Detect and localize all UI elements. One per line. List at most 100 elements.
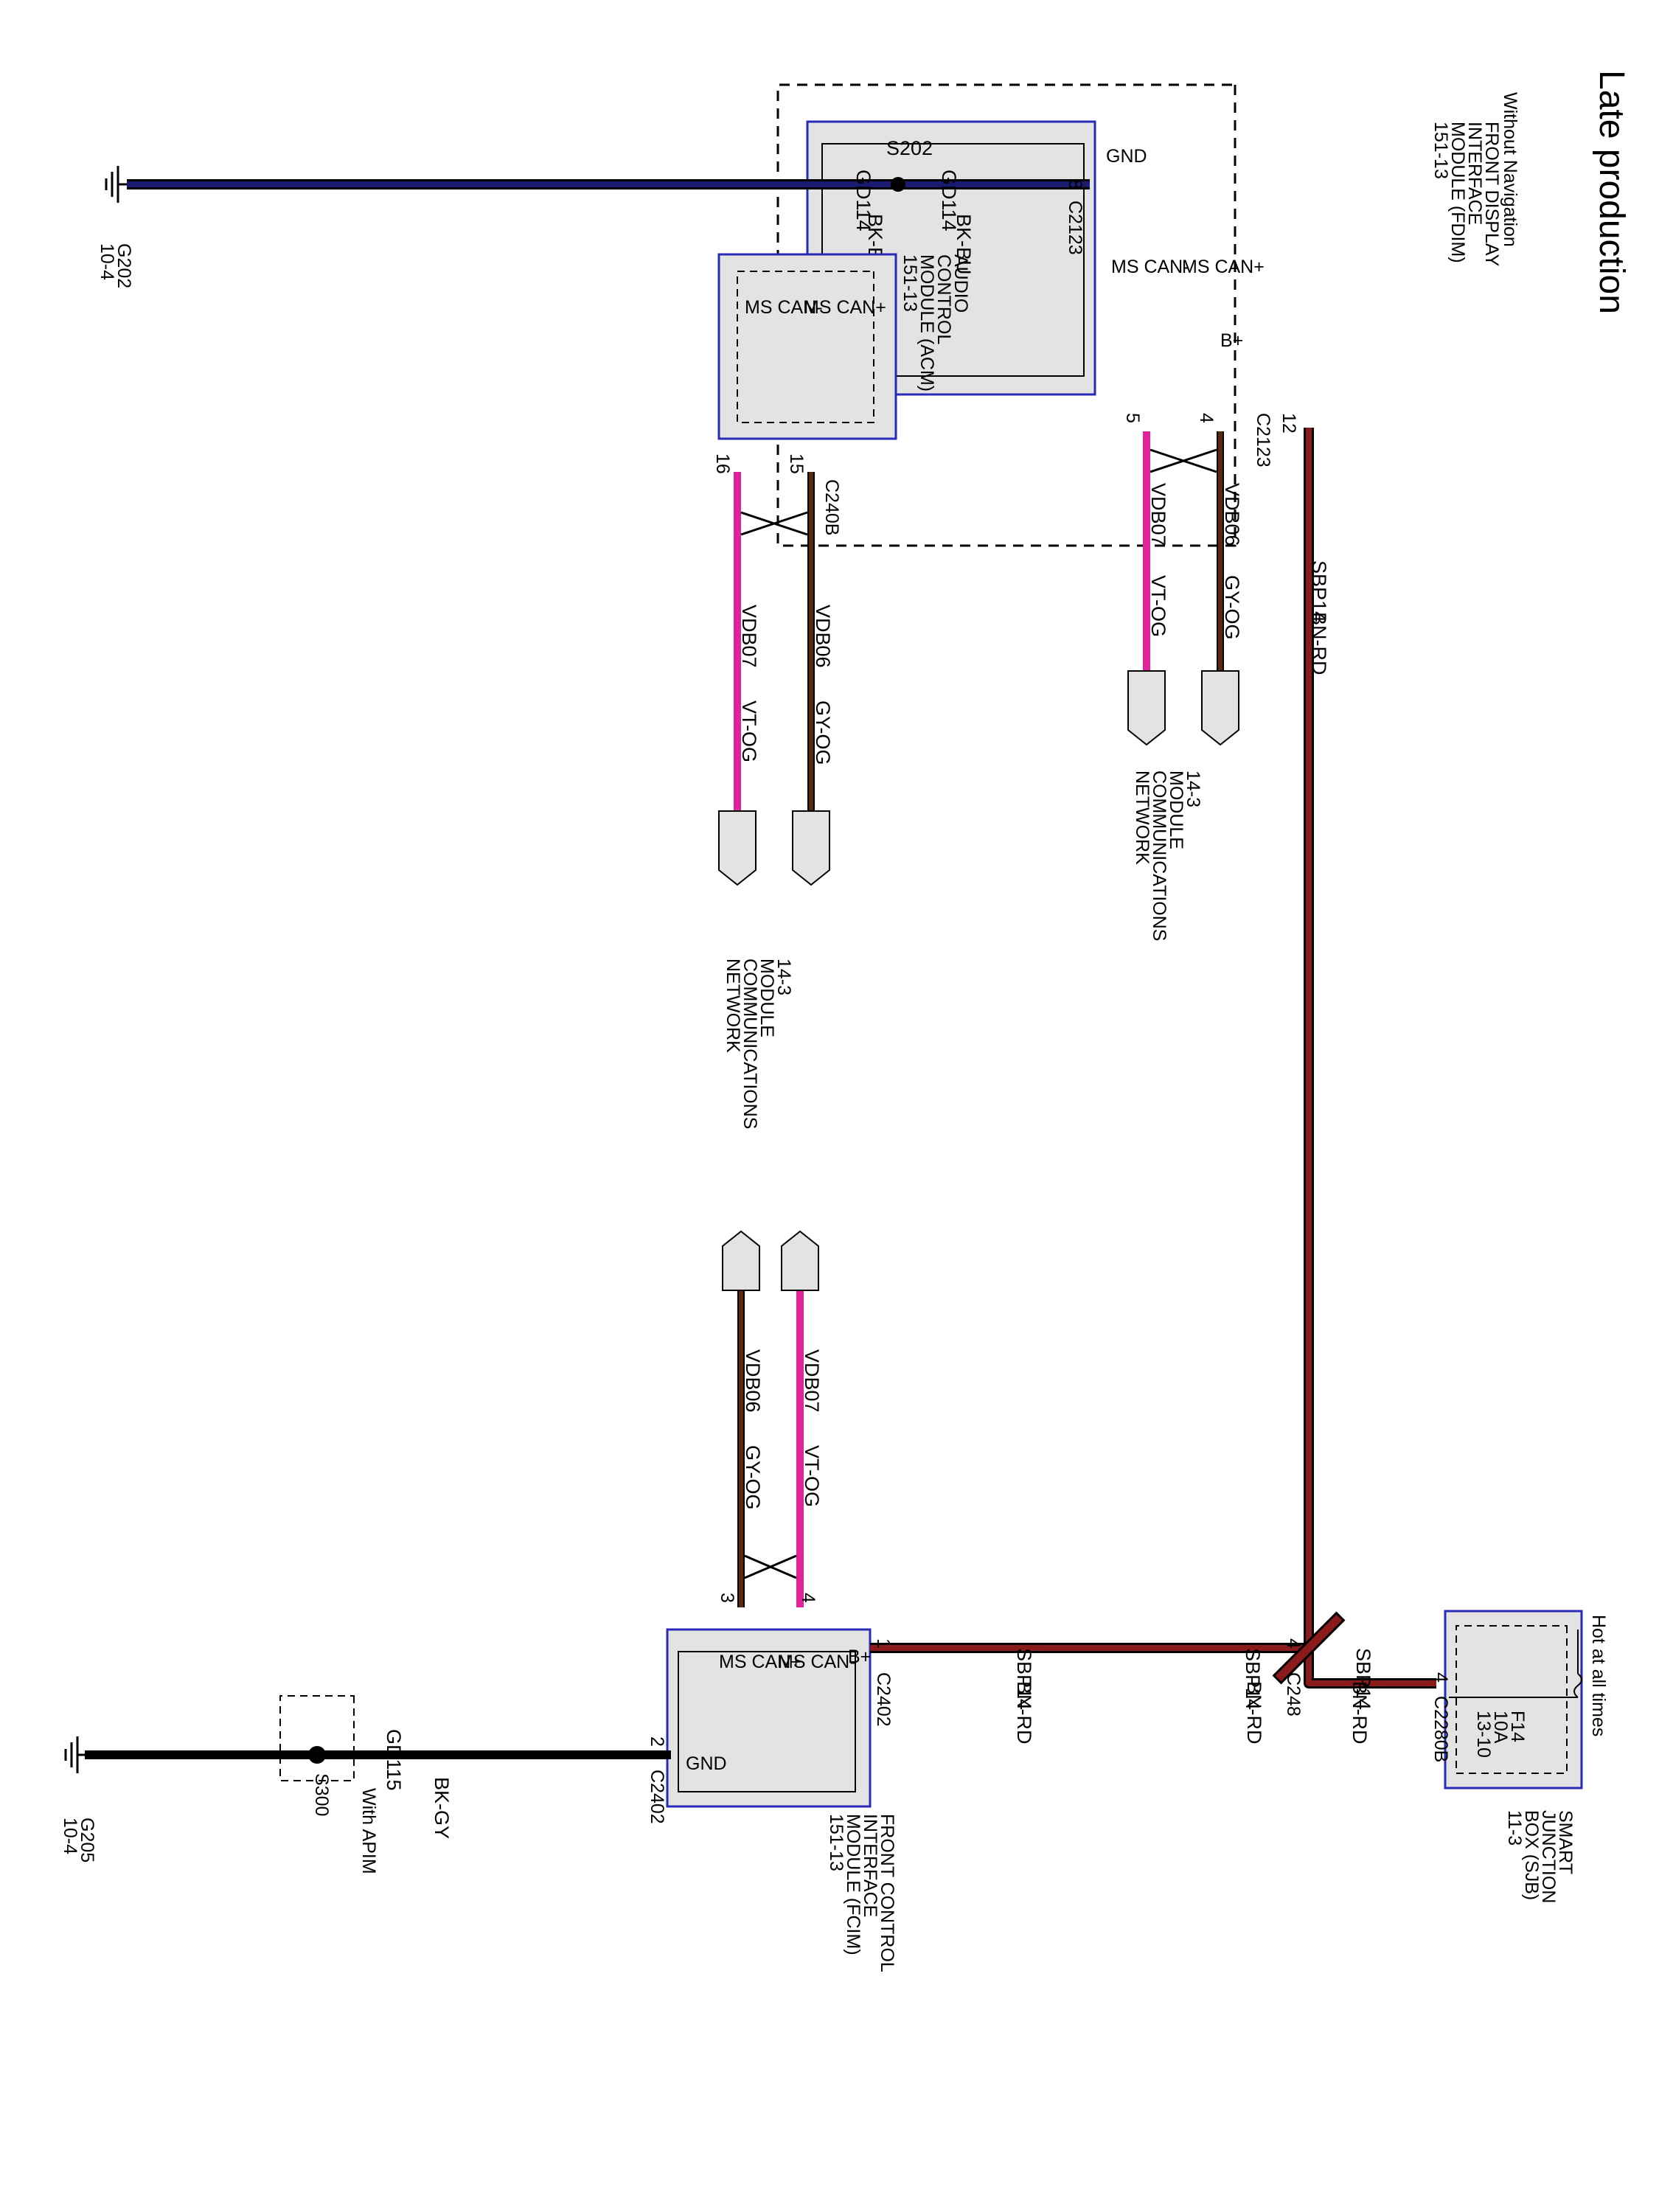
acm-pin-can-plus: MS CAN+ xyxy=(804,297,886,318)
vdb06-label: VDB06 xyxy=(742,1349,764,1413)
fdim-can-pair: 4 5 VDB06 GY-OG VDB07 VT-OG 14-3 MODULE … xyxy=(1122,413,1243,941)
fdim-pin-can-minus: MS CAN- xyxy=(1111,257,1189,277)
fdim-gnd-connector: C2123 xyxy=(1065,201,1085,255)
fcim-name-line: 151-13 xyxy=(826,1814,846,1871)
sjb-fuse-line: 10A xyxy=(1490,1711,1511,1744)
acm-network-ref: NETWORK xyxy=(723,959,743,1053)
fcim-module: FRONT CONTROL INTERFACE MODULE (FCIM) 15… xyxy=(666,1628,897,1972)
wire-gd115: GD115 BK-GY S300 With APIM 2 C2402 xyxy=(85,1695,671,1874)
acm-pin-can-minus: MS CAN- xyxy=(745,297,823,318)
acm-name-line: AUDIO xyxy=(950,254,971,313)
s202-label: S202 xyxy=(886,137,933,159)
wire-sbp14: SBP14 BN-RD SBP14 BN-RD SBP14 BN-RD SBP1… xyxy=(870,413,1451,1762)
fdim-network-ref: NETWORK xyxy=(1132,771,1152,865)
sjb-fuse-line: F14 xyxy=(1507,1711,1528,1742)
fcim-bplus-connector: C2402 xyxy=(873,1672,894,1727)
g202-label: G202 xyxy=(114,243,134,288)
gd114-label: GD114 xyxy=(852,170,874,232)
g205-label: G205 xyxy=(77,1818,97,1863)
acm-name-line: CONTROL xyxy=(933,254,954,344)
fdim-pin-gnd: GND xyxy=(1106,146,1147,167)
fcim-gnd-pin-number: 2 xyxy=(647,1736,667,1747)
fcim-name-line: MODULE (FCIM) xyxy=(843,1814,863,1955)
fdim-gnd-pin-number: 8 xyxy=(1065,179,1085,189)
vdb07-label: VDB07 xyxy=(738,605,760,668)
gd115-label: GD115 xyxy=(383,1729,405,1791)
acm-can-minus-pin: 16 xyxy=(712,453,733,474)
acm-network-ref: COMMUNICATIONS xyxy=(740,959,760,1129)
c248-connector: C248 xyxy=(1283,1672,1304,1717)
fdim-bplus-pin-number: 12 xyxy=(1279,413,1299,434)
vdb07-color: VT-OG xyxy=(738,700,760,762)
vdb07-label: VDB07 xyxy=(801,1349,823,1413)
acm-can-plus-pin: 15 xyxy=(786,453,807,474)
acm-connector: C240B xyxy=(821,479,842,535)
sjb-name-line: SMART xyxy=(1555,1810,1576,1874)
acm-can-pair: 15 16 C240B VDB06 GY-OG VDB07 VT-OG 14-3… xyxy=(712,453,842,1129)
wire-gd114: GD114 GD114 BK-BU BK-BU S202 8 C2123 xyxy=(127,137,1090,275)
page-title: Late production xyxy=(1592,70,1631,314)
fcim-can-minus-pin: 4 xyxy=(798,1593,818,1603)
sbp14-color: BN-RD xyxy=(1349,1681,1371,1745)
fdim-network-ref: MODULE xyxy=(1166,771,1186,849)
sjb-condition: Hot at all times xyxy=(1588,1615,1609,1736)
acm-name-line: 151-13 xyxy=(900,254,920,312)
sbp14-color: BN-RD xyxy=(1013,1681,1035,1745)
ground-g202: G202 10-4 xyxy=(97,166,134,288)
fdim-network-ref: COMMUNICATIONS xyxy=(1149,771,1169,941)
gd114-color: BK-BU xyxy=(953,214,975,275)
sbp14-label: SBP14 xyxy=(1242,1648,1264,1710)
fcim-pin-gnd: GND xyxy=(686,1753,727,1774)
fcim-pin-can-minus: MS CAN- xyxy=(778,1652,856,1672)
vdb06-color: GY-OG xyxy=(742,1445,764,1510)
vdb06-color: GY-OG xyxy=(812,700,834,765)
fdim-pin-can-plus: MS CAN+ xyxy=(1182,257,1265,277)
fcim-name-line: FRONT CONTROL xyxy=(877,1814,897,1972)
fdim-condition: Without Navigation xyxy=(1500,92,1520,247)
sbp14-color: BN-RD xyxy=(1243,1681,1265,1745)
ground-g205: G205 10-4 xyxy=(60,1736,97,1863)
fdim-name-line: FRONT DISPLAY xyxy=(1481,122,1502,267)
fdim-can-plus-pin: 4 xyxy=(1196,413,1217,423)
fdim-can-minus-pin: 5 xyxy=(1122,413,1143,423)
sbp14-label: SBP14 xyxy=(1013,1648,1035,1710)
vdb07-color: VT-OG xyxy=(801,1445,823,1507)
sjb-name-line: BOX (SJB) xyxy=(1521,1810,1542,1900)
sjb-name-line: 11-3 xyxy=(1504,1810,1525,1846)
c248-pin-number: 4 xyxy=(1283,1638,1304,1649)
fdim-pin-bplus: B+ xyxy=(1220,330,1243,351)
sbp14-label: SBP14 xyxy=(1308,560,1330,622)
s300-condition: With APIM xyxy=(358,1788,379,1874)
vdb07-color: VT-OG xyxy=(1147,575,1169,637)
fcim-pin-bplus: B+ xyxy=(848,1646,871,1667)
fdim-network-ref: 14-3 xyxy=(1183,771,1203,807)
acm-network-ref: MODULE xyxy=(757,959,777,1037)
s300-label: S300 xyxy=(311,1773,332,1816)
vdb06-label: VDB06 xyxy=(1221,483,1243,546)
vdb06-color: GY-OG xyxy=(1221,575,1243,640)
fcim-can-pair: 4 3 VDB07 VT-OG VDB06 GY-OG xyxy=(717,1230,823,1607)
g202-label: 10-4 xyxy=(97,243,117,280)
fcim-can-plus-pin: 3 xyxy=(717,1593,737,1603)
fdim-name-line: INTERFACE xyxy=(1464,122,1485,225)
g205-label: 10-4 xyxy=(60,1818,80,1854)
fcim-pin-can-plus: MS CAN+ xyxy=(719,1652,801,1672)
acm-network-ref: 14-3 xyxy=(773,959,794,995)
gd114-label: GD114 xyxy=(938,170,960,232)
fdim-bplus-connector: C2123 xyxy=(1253,413,1273,467)
fcim-name-line: INTERFACE xyxy=(860,1814,880,1917)
sjb-module: Hot at all times F14 10A 13-10 SMART JUN… xyxy=(1444,1610,1609,1903)
sjb-pin-number: 4 xyxy=(1430,1672,1451,1683)
sjb-connector: C2280B xyxy=(1430,1696,1451,1762)
acm-name-line: MODULE (ACM) xyxy=(917,254,937,392)
gd115-color: BK-GY xyxy=(431,1777,453,1839)
sjb-fuse-line: 13-10 xyxy=(1473,1711,1494,1758)
fdim-name-line: 151-13 xyxy=(1430,122,1451,179)
vdb06-label: VDB06 xyxy=(812,605,834,668)
sjb-name-line: JUNCTION xyxy=(1538,1810,1559,1903)
sbp14-label: SBP14 xyxy=(1352,1648,1374,1710)
sbp14-color: BN-RD xyxy=(1308,612,1330,675)
fdim-name-line: MODULE (FDIM) xyxy=(1447,122,1468,263)
fcim-gnd-connector: C2402 xyxy=(647,1770,667,1824)
